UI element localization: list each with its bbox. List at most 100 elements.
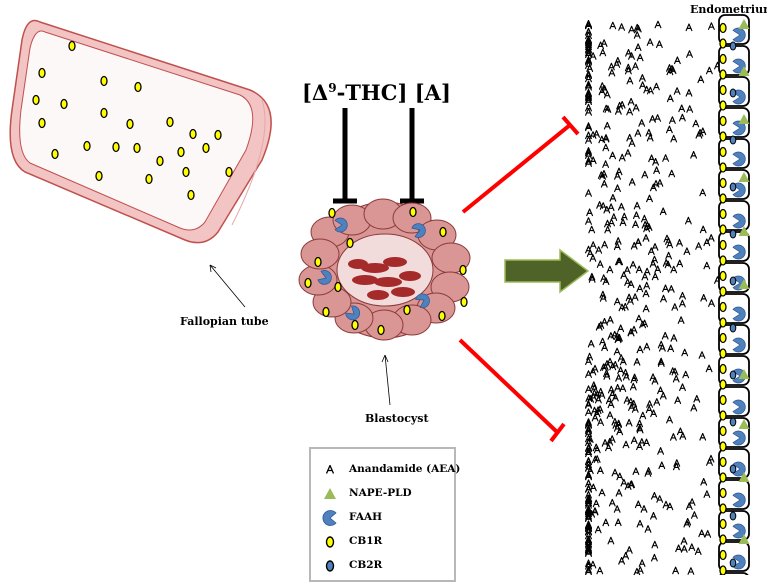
anandamide-molecule xyxy=(676,259,684,268)
anandamide-molecule xyxy=(600,274,608,283)
anandamide-molecule xyxy=(600,180,608,188)
anandamide-molecule xyxy=(670,334,678,343)
cb1r-receptor xyxy=(112,141,120,153)
cb2r-blue-oval-icon xyxy=(325,560,335,572)
cb1r-receptor xyxy=(719,549,727,561)
anandamide-molecule xyxy=(681,348,689,357)
anandamide-molecule xyxy=(668,116,676,125)
faah-enzyme xyxy=(732,306,746,322)
cb2r-receptor xyxy=(729,276,737,286)
anandamide-molecule xyxy=(678,104,686,113)
anandamide-molecule xyxy=(650,512,657,520)
anandamide-molecule xyxy=(659,391,667,400)
cb1r-receptor xyxy=(719,84,727,96)
anandamide-molecule xyxy=(622,552,630,560)
anandamide-molecule xyxy=(607,203,615,212)
anandamide-molecule xyxy=(690,511,698,520)
cb1r-receptor xyxy=(719,255,727,266)
nape-pld-enzyme xyxy=(738,279,750,289)
anandamide-molecule xyxy=(622,440,630,449)
cb1r-receptor xyxy=(719,379,727,390)
cb1r-receptor xyxy=(719,239,727,251)
anandamide-molecule xyxy=(609,21,617,30)
nape-pld-enzyme xyxy=(738,369,750,379)
anandamide-molecule xyxy=(585,408,592,417)
cb1r-receptor xyxy=(304,277,312,289)
cb1r-receptor xyxy=(133,142,141,154)
cb1r-receptor xyxy=(719,441,727,452)
tube-receptors xyxy=(32,40,233,201)
anandamide-molecule xyxy=(678,299,686,308)
cb1r-receptor xyxy=(328,207,336,219)
anandamide-molecule xyxy=(640,505,648,514)
anandamide-molecule xyxy=(660,294,667,303)
anandamide-molecule xyxy=(649,260,657,268)
cb1r-receptor xyxy=(187,189,195,201)
cb1r-receptor xyxy=(166,116,174,128)
cb1r-receptor xyxy=(51,148,59,160)
anandamide-molecule xyxy=(620,271,628,280)
anandamide-molecule xyxy=(643,342,651,351)
implantation-arrow xyxy=(504,248,590,294)
cb1r-yellow-oval-icon xyxy=(325,536,335,548)
cb1r-receptor xyxy=(719,534,727,545)
anandamide-molecule xyxy=(648,154,656,163)
blastocyst-pointer-arrow xyxy=(384,354,391,406)
faah-enzyme xyxy=(732,430,746,446)
anandamide-molecule xyxy=(638,74,646,83)
anandamide-molecule xyxy=(666,415,673,424)
anandamide-molecule xyxy=(636,345,644,354)
anandamide-molecule xyxy=(602,134,610,143)
cb1r-receptor xyxy=(177,146,185,158)
faah-enzyme xyxy=(732,399,746,415)
anandamide-molecule xyxy=(589,254,597,263)
cb1r-receptor xyxy=(334,281,342,293)
anandamide-molecule xyxy=(699,188,707,197)
anandamide-molecule xyxy=(601,240,609,249)
anandamide-molecule xyxy=(699,127,707,136)
anandamide-molecule xyxy=(682,370,690,379)
anandamide-molecule xyxy=(652,82,660,91)
anandamide-molecule xyxy=(674,396,682,405)
anandamide-molecule xyxy=(607,332,615,341)
anandamide-molecule xyxy=(703,490,711,499)
anandamide-molecule xyxy=(636,566,644,575)
anandamide-molecule xyxy=(708,299,715,308)
anandamide-molecule xyxy=(607,536,615,545)
anandamide-molecule xyxy=(606,265,614,274)
faah-enzyme xyxy=(415,293,430,309)
anandamide-molecule xyxy=(585,217,592,226)
anandamide-molecule xyxy=(651,540,659,549)
legend-item-faah: FAAH xyxy=(311,508,456,528)
nape-pld-enzyme xyxy=(738,172,750,182)
cb1r-receptor xyxy=(100,75,108,87)
faah-enzyme xyxy=(411,223,426,238)
anandamide-molecule xyxy=(641,170,649,179)
anandamide-molecule xyxy=(608,498,616,507)
anandamide-molecule xyxy=(602,143,610,152)
anandamide-molecule xyxy=(670,134,678,143)
anandamide-molecule xyxy=(643,267,651,276)
fallopian-pointer-arrow xyxy=(209,264,246,308)
anandamide-molecule xyxy=(679,291,686,300)
anandamide-molecule xyxy=(633,201,641,210)
anandamide-molecule xyxy=(679,383,686,392)
anandamide-molecule xyxy=(603,121,611,130)
anandamide-molecule xyxy=(700,478,708,486)
cb1r-receptor xyxy=(719,363,727,375)
cb1r-receptor xyxy=(126,118,134,130)
anandamide-molecule xyxy=(670,265,678,274)
anandamide-molecule xyxy=(693,395,701,403)
anandamide-molecule xyxy=(662,154,670,163)
legend-item-cb1r: CB1R xyxy=(311,532,456,552)
cb1r-receptor xyxy=(346,237,354,249)
cb2r-receptor xyxy=(729,464,737,474)
anandamide-molecule xyxy=(643,281,651,290)
anandamide-molecule xyxy=(677,316,685,325)
drug-label: [Δ9-THC] [A] xyxy=(302,80,451,105)
anandamide-molecule xyxy=(620,478,628,487)
anandamide-molecule xyxy=(587,339,595,348)
cb1r-receptor xyxy=(32,94,40,106)
anandamide-molecule xyxy=(613,347,621,356)
anandamide-molecule xyxy=(657,447,665,456)
